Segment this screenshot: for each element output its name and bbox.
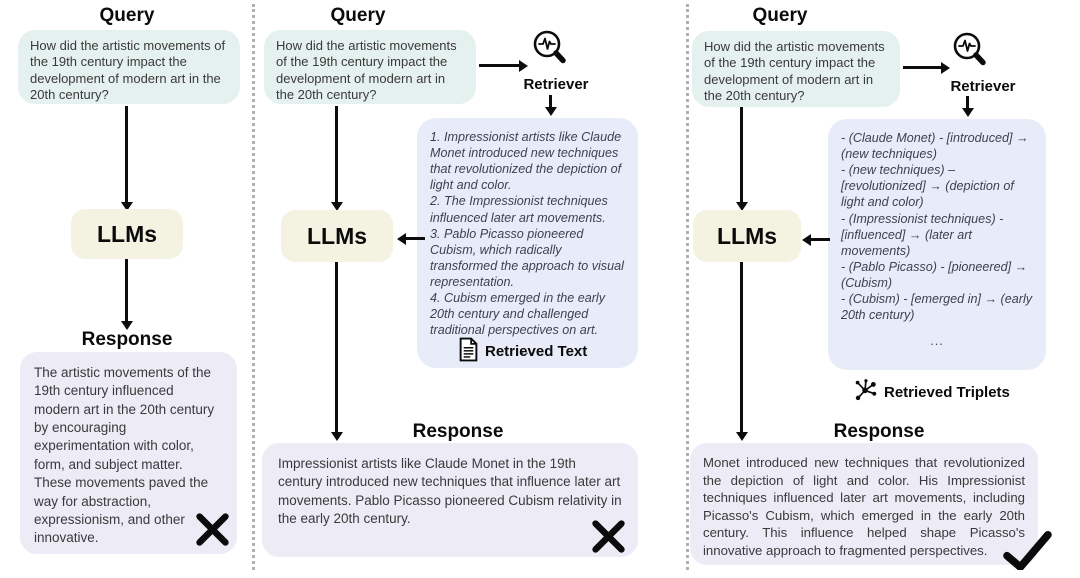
retrieved-text-caption-label: Retrieved Text (485, 343, 588, 360)
triplet-item: - (Impressionist techniques) - [influenc… (841, 211, 1004, 258)
query-text-left: How did the artistic movements of the 19… (30, 38, 226, 102)
x-mark-icon (590, 518, 627, 560)
arrow-query-to-llm-middle (330, 106, 343, 211)
query-bubble-left: How did the artistic movements of the 19… (18, 30, 240, 104)
response-bubble-left: The artistic movements of the 19th centu… (20, 352, 237, 554)
response-bubble-middle: Impressionist artists like Claude Monet … (262, 443, 638, 557)
query-title-middle: Query (330, 5, 386, 26)
llm-label-right: LLMs (716, 222, 778, 249)
arrow-llm-to-response-left (120, 259, 133, 330)
query-title-right: Query (752, 5, 808, 26)
response-text-left: The artistic movements of the 19th centu… (34, 365, 215, 546)
retriever-label-right: Retriever (950, 78, 1016, 95)
response-title-right: Response (833, 421, 925, 442)
arrow-llm-to-response-middle (330, 262, 343, 441)
response-text-middle: Impressionist artists like Claude Monet … (278, 456, 622, 527)
retriever-icon-middle (530, 28, 570, 77)
arrow-query-to-retriever-middle (479, 59, 528, 72)
triplet-item: - (new techniques) – [revolutionized] → … (841, 163, 1014, 210)
response-title-left: Response (81, 329, 173, 350)
response-bubble-right: Monet introduced new techniques that rev… (690, 443, 1038, 565)
arrow-query-to-retriever-right (903, 61, 950, 74)
retrieved-text-item: 4. Cubism emerged in the early 20th cent… (430, 291, 605, 338)
query-bubble-middle: How did the artistic movements of the 19… (264, 30, 476, 104)
ellipsis-triplets: ... (930, 334, 944, 349)
retriever-label-middle: Retriever (523, 76, 589, 93)
panel-divider-right (686, 4, 689, 570)
triplet-item: - (Pablo Picasso) - [pioneered] → (Cubis… (841, 259, 1028, 290)
retrieved-text-box: 1. Impressionist artists like Claude Mon… (417, 118, 638, 368)
retrieved-text-item: 1. Impressionist artists like Claude Mon… (430, 130, 622, 193)
triplet-item: - (Claude Monet) - [introduced] → (new t… (841, 131, 1029, 162)
query-title-left: Query (99, 5, 155, 26)
arrow-retriever-to-text (544, 95, 557, 116)
arrow-text-to-llm (397, 232, 425, 245)
retrieved-text-item: 2. The Impressionist techniques influenc… (430, 194, 608, 225)
retrieved-triplets-box: - (Claude Monet) - [introduced] → (new t… (828, 119, 1046, 370)
arrow-llm-to-response-right (735, 262, 748, 441)
retrieved-triplets-caption-label: Retrieved Triplets (884, 383, 1010, 401)
arrow-retriever-to-triplets (961, 96, 974, 117)
response-title-middle: Response (412, 421, 504, 442)
retrieved-text-item: 3. Pablo Picasso pioneered Cubism, which… (430, 226, 624, 289)
arrow-triplets-to-llm (802, 233, 830, 246)
llm-box-left: LLMs (71, 209, 183, 259)
arrow-query-to-llm-right (735, 107, 748, 211)
response-text-right: Monet introduced new techniques that rev… (703, 455, 1025, 558)
ellipsis-text: ... (520, 343, 535, 358)
query-text-middle: How did the artistic movements of the 19… (276, 38, 457, 102)
llm-box-middle: LLMs (281, 210, 393, 262)
document-icon (458, 337, 479, 366)
x-mark-icon (194, 511, 231, 553)
graph-icon (852, 377, 878, 407)
llm-box-right: LLMs (693, 210, 801, 262)
query-text-right: How did the artistic movements of the 19… (704, 39, 885, 103)
retrieved-triplets-caption: Retrieved Triplets (852, 377, 1010, 407)
llm-label-middle: LLMs (306, 222, 368, 249)
check-mark-icon (1002, 530, 1052, 575)
triplet-item: - (Cubism) - [emerged in] → (early 20th … (841, 292, 1033, 323)
arrow-query-to-llm-left (120, 106, 133, 211)
llm-label-left: LLMs (96, 220, 158, 247)
retriever-icon-right (950, 30, 990, 79)
retrieved-text-caption: Retrieved Text (458, 337, 587, 366)
query-bubble-right: How did the artistic movements of the 19… (692, 31, 900, 107)
panel-divider-left (252, 4, 255, 570)
